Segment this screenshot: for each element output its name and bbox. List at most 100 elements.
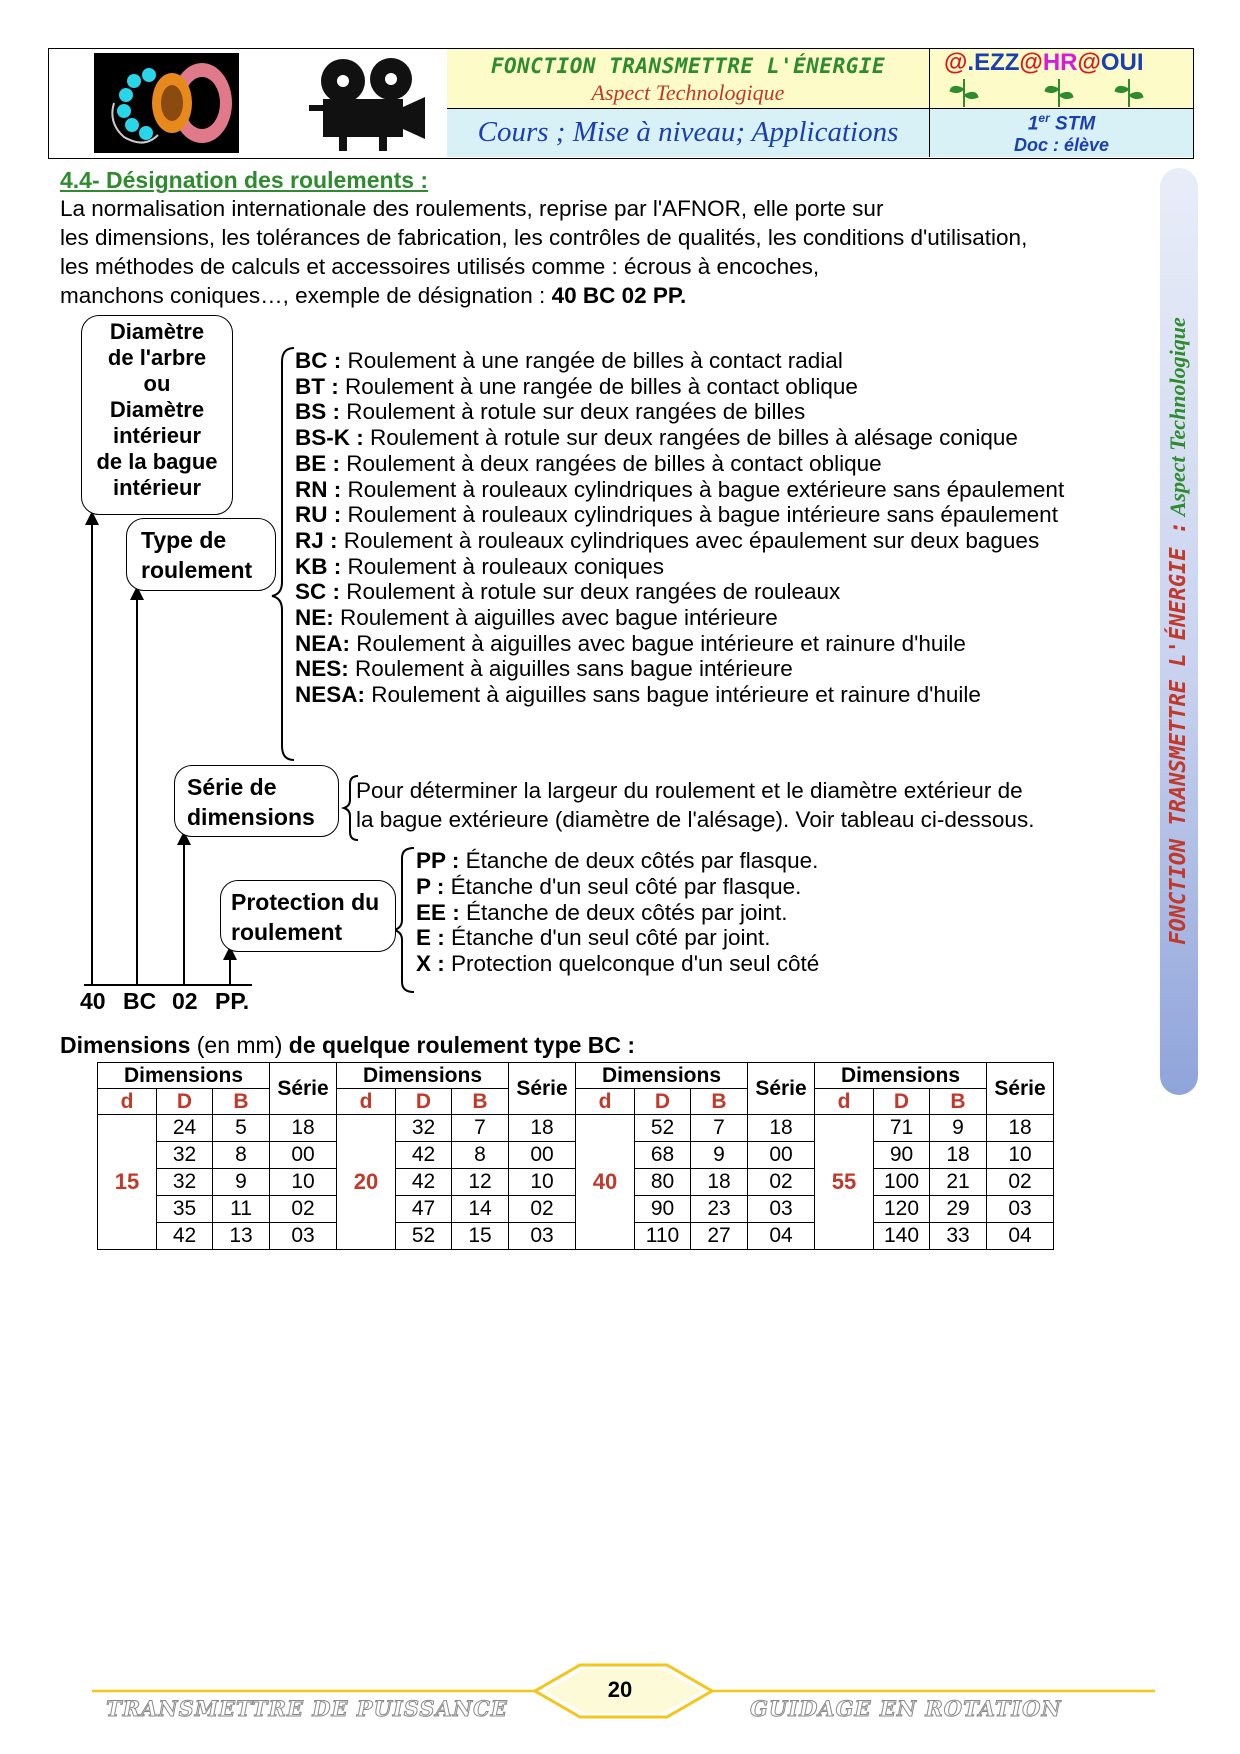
outer-diameter-cell: 100 xyxy=(873,1168,930,1196)
level-name: STM xyxy=(1049,113,1096,135)
width-cell: 15 xyxy=(451,1222,509,1250)
type-code: BT : xyxy=(295,373,339,399)
side-banner-function: FONCTION TRANSMETTRE L'ÉNERGIE : xyxy=(1166,520,1191,945)
outer-diameter-cell: 68 xyxy=(634,1141,691,1169)
dimensions-group-header: Dimensions xyxy=(814,1062,987,1089)
code-protection: PP. xyxy=(215,988,250,1014)
outer-diameter-cell: 52 xyxy=(395,1222,452,1250)
width-cell: 33 xyxy=(929,1222,987,1250)
sub-header-B: B xyxy=(212,1088,270,1115)
outer-diameter-cell: 52 xyxy=(634,1114,691,1142)
author-part-6: OUI xyxy=(1100,49,1144,76)
sub-header-D: D xyxy=(873,1088,930,1115)
serie-line-1: Pour déterminer la largeur du roulement … xyxy=(356,778,1023,803)
type-code: KB : xyxy=(295,553,342,579)
box-diametre-line-1: Diamètre xyxy=(109,319,205,344)
type-code: BS : xyxy=(295,399,340,425)
serie-cell: 03 xyxy=(747,1195,815,1223)
protection-code: EE : xyxy=(416,899,460,925)
type-description: Roulement à rouleaux cylindriques à bagu… xyxy=(341,502,1058,528)
section-title: 4.4- Désignation des roulements : xyxy=(60,167,429,193)
code-serie: 02 xyxy=(172,988,198,1014)
sub-header-B: B xyxy=(929,1088,987,1115)
protection-description: Étanche d'un seul côté par flasque. xyxy=(444,873,802,899)
sub-header-D: D xyxy=(634,1088,691,1115)
type-description: Roulement à aiguilles avec bague intérie… xyxy=(350,630,966,656)
serie-header: Série xyxy=(269,1062,337,1115)
sub-header-d: d xyxy=(575,1088,635,1115)
dimensions-group-header: Dimensions xyxy=(575,1062,748,1089)
protection-description: Étanche de deux côtés par joint. xyxy=(459,899,788,925)
header-images xyxy=(49,49,448,157)
serie-header: Série xyxy=(986,1062,1054,1115)
outer-diameter-cell: 47 xyxy=(395,1195,452,1223)
author-part-5: @ xyxy=(1077,49,1101,76)
class-level: 1er STM xyxy=(930,111,1193,135)
designation-example: 40 BC 02 PP. xyxy=(551,283,687,308)
width-cell: 11 xyxy=(212,1195,270,1223)
type-code: NESA: xyxy=(295,682,366,708)
type-code: NEA: xyxy=(295,630,350,656)
box-type-line-2: roulement xyxy=(141,557,253,583)
type-item: BC : Roulement à une rangée de billes à … xyxy=(295,348,1064,374)
bore-diameter-cell: 55 xyxy=(814,1114,874,1250)
protection-code: PP : xyxy=(416,848,460,873)
header-course-cell: Cours ; Mise à niveau; Applications xyxy=(447,109,930,157)
document-type: Doc : élève xyxy=(1013,135,1110,156)
serie-cell: 02 xyxy=(269,1195,337,1223)
width-cell: 9 xyxy=(212,1168,270,1196)
type-code: RU : xyxy=(295,502,342,528)
width-cell: 27 xyxy=(690,1222,748,1250)
serie-cell: 18 xyxy=(747,1114,815,1142)
sub-header-D: D xyxy=(395,1088,452,1115)
protection-description: Étanche de deux côtés par flasque. xyxy=(459,848,819,873)
type-item: NESA: Roulement à aiguilles sans bague i… xyxy=(295,682,1064,708)
type-code: RN : xyxy=(295,476,342,502)
type-code: BE : xyxy=(295,450,340,476)
width-cell: 23 xyxy=(690,1195,748,1223)
serie-cell: 04 xyxy=(986,1222,1054,1250)
serie-cell: 02 xyxy=(747,1168,815,1196)
outer-diameter-cell: 90 xyxy=(873,1141,930,1169)
type-description: Roulement à deux rangées de billes à con… xyxy=(340,450,882,476)
box-serie-line-2: dimensions xyxy=(187,804,315,830)
bearing-illustration xyxy=(94,53,239,153)
protection-item: P : Étanche d'un seul côté par flasque. xyxy=(416,874,819,900)
type-description: Roulement à rouleaux coniques xyxy=(341,553,664,579)
protection-code: P : xyxy=(416,873,445,899)
type-item: BS : Roulement à rotule sur deux rangées… xyxy=(295,399,1064,425)
outer-diameter-cell: 42 xyxy=(395,1141,452,1169)
width-cell: 14 xyxy=(451,1195,509,1223)
serie-header: Série xyxy=(508,1062,576,1115)
side-banner xyxy=(1160,168,1198,1095)
type-code: BS-K : xyxy=(295,425,364,451)
width-cell: 12 xyxy=(451,1168,509,1196)
type-item: BT : Roulement à une rangée de billes à … xyxy=(295,374,1064,400)
box-diametre-line-4: Diamètre xyxy=(109,397,205,422)
footer-left-title: TRANSMETTRE DE PUISSANCE xyxy=(106,1696,508,1722)
type-item: NES: Roulement à aiguilles sans bague in… xyxy=(295,656,1064,682)
sub-header-D: D xyxy=(156,1088,213,1115)
sub-header-B: B xyxy=(451,1088,509,1115)
intro-line-2: les dimensions, les tolérances de fabric… xyxy=(60,225,1028,250)
serie-cell: 03 xyxy=(986,1195,1054,1223)
width-cell: 7 xyxy=(690,1114,748,1142)
footer-right-title: GUIDAGE EN ROTATION xyxy=(750,1696,1062,1722)
protection-code: E : xyxy=(416,925,445,951)
type-description: Roulement à rotule sur deux rangées de b… xyxy=(340,399,806,425)
level-ordinal: er xyxy=(1038,111,1050,125)
outer-diameter-cell: 120 xyxy=(873,1195,930,1223)
outer-diameter-cell: 110 xyxy=(634,1222,691,1250)
intro-line-4: manchons coniques…, exemple de désignati… xyxy=(60,283,686,309)
box-protection-line-2: roulement xyxy=(231,919,343,945)
outer-diameter-cell: 42 xyxy=(395,1168,452,1196)
serie-cell: 03 xyxy=(269,1222,337,1250)
sub-header-d: d xyxy=(97,1088,157,1115)
side-banner-text: FONCTION TRANSMETTRE L'ÉNERGIE : Aspect … xyxy=(1165,181,1191,1081)
